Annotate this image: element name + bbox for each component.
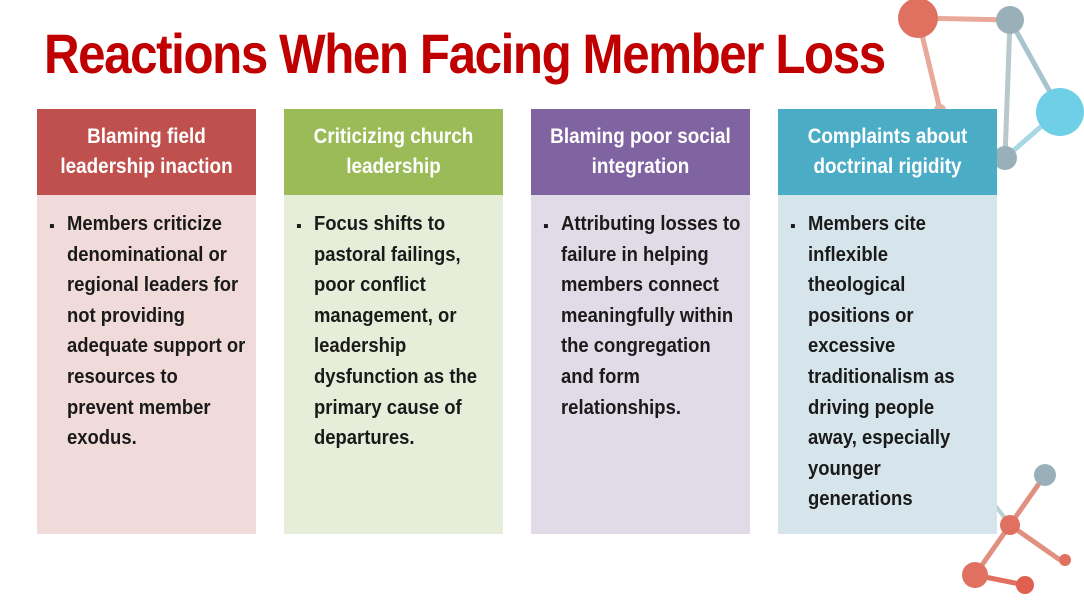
- card-body: ▪ Members cite inflexible theological po…: [778, 195, 997, 534]
- card-bullet-text: Members criticize denominational or regi…: [67, 212, 246, 450]
- card-heading: Blaming poor social integration: [531, 109, 750, 195]
- bullet-icon: ▪: [296, 218, 302, 235]
- card-body: ▪ Members criticize denominational or re…: [37, 195, 256, 534]
- card-heading: Blaming field leadership inaction: [37, 109, 256, 195]
- card-heading: Criticizing church leadership: [284, 109, 503, 195]
- card-body: ▪ Focus shifts to pastoral failings, poo…: [284, 195, 503, 534]
- card-doctrinal-rigidity: Complaints about doctrinal rigidity ▪ Me…: [778, 109, 997, 534]
- bullet-icon: ▪: [543, 218, 549, 235]
- card-bullet-text: Focus shifts to pastoral failings, poor …: [314, 212, 477, 450]
- card-bullet-text: Members cite inflexible theological posi…: [808, 212, 955, 511]
- bullet-icon: ▪: [49, 218, 55, 235]
- card-body: ▪ Attributing losses to failure in helpi…: [531, 195, 750, 534]
- card-social-integration: Blaming poor social integration ▪ Attrib…: [531, 109, 750, 534]
- slide-title: Reactions When Facing Member Loss: [44, 22, 886, 85]
- card-field-leadership: Blaming field leadership inaction ▪ Memb…: [37, 109, 256, 534]
- card-heading: Complaints about doctrinal rigidity: [778, 109, 997, 195]
- card-bullet-text: Attributing losses to failure in helping…: [561, 212, 741, 419]
- bullet-icon: ▪: [790, 218, 796, 235]
- card-church-leadership: Criticizing church leadership ▪ Focus sh…: [284, 109, 503, 534]
